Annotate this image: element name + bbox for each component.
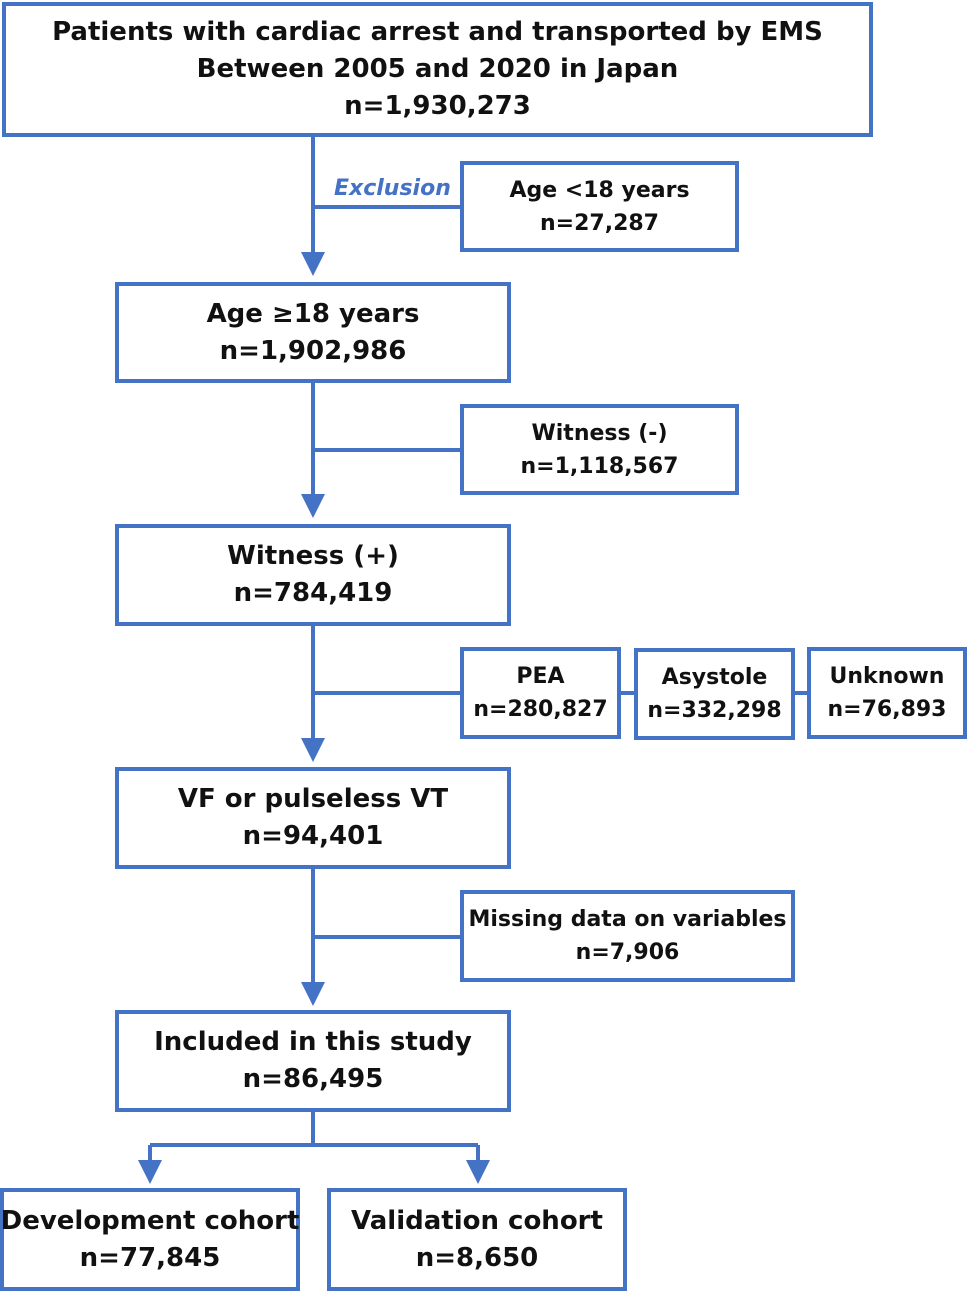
box-line: n=280,827 xyxy=(473,697,608,722)
box-line: Missing data on variables xyxy=(468,907,787,932)
box-line: Age <18 years xyxy=(509,177,690,203)
box-line: n=76,893 xyxy=(827,697,947,722)
exclude-missing-box: Missing data on variables n=7,906 xyxy=(460,890,795,982)
box-line: Validation cohort xyxy=(351,1205,603,1236)
box-line: VF or pulseless VT xyxy=(177,784,449,814)
box-line: n=784,419 xyxy=(233,578,393,608)
box-line: PEA xyxy=(516,664,565,689)
box-line: Development cohort xyxy=(0,1205,300,1236)
exclude-unknown-box: Unknown n=76,893 xyxy=(807,647,967,739)
box-line: Asystole xyxy=(661,665,768,690)
vf-pulseless-vt-box: VF or pulseless VT n=94,401 xyxy=(115,767,511,869)
box-line: n=1,930,273 xyxy=(344,91,531,121)
box-line: Included in this study xyxy=(154,1027,472,1057)
box-line: n=8,650 xyxy=(415,1242,539,1273)
box-line: Witness (+) xyxy=(227,541,399,571)
box-line: n=77,845 xyxy=(79,1242,221,1273)
exclude-pea-box: PEA n=280,827 xyxy=(460,647,621,739)
box-line: n=94,401 xyxy=(242,821,384,851)
exclude-asystole-box: Asystole n=332,298 xyxy=(634,648,795,740)
box-line: Witness (-) xyxy=(531,420,668,446)
box-line: Unknown xyxy=(829,664,945,689)
box-line: n=86,495 xyxy=(242,1064,384,1094)
included-study-box: Included in this study n=86,495 xyxy=(115,1010,511,1112)
age-18-plus-box: Age ≥18 years n=1,902,986 xyxy=(115,282,511,383)
validation-cohort-box: Validation cohort n=8,650 xyxy=(327,1188,627,1291)
exclusion-label: Exclusion xyxy=(334,176,451,201)
exclude-witness-box: Witness (-) n=1,118,567 xyxy=(460,404,739,495)
box-line: n=332,298 xyxy=(647,698,782,723)
box-line: n=1,902,986 xyxy=(219,335,407,366)
box-line: n=7,906 xyxy=(575,940,680,965)
development-cohort-box: Development cohort n=77,845 xyxy=(0,1188,300,1291)
box-line: Age ≥18 years xyxy=(206,298,420,329)
box-line: Patients with cardiac arrest and transpo… xyxy=(52,17,823,47)
box-line: n=27,287 xyxy=(540,210,659,236)
witness-plus-box: Witness (+) n=784,419 xyxy=(115,524,511,626)
source-population-box: Patients with cardiac arrest and transpo… xyxy=(2,2,873,137)
box-line: n=1,118,567 xyxy=(520,453,679,479)
exclude-age-box: Age <18 years n=27,287 xyxy=(460,161,739,252)
box-line: Between 2005 and 2020 in Japan xyxy=(196,54,679,84)
